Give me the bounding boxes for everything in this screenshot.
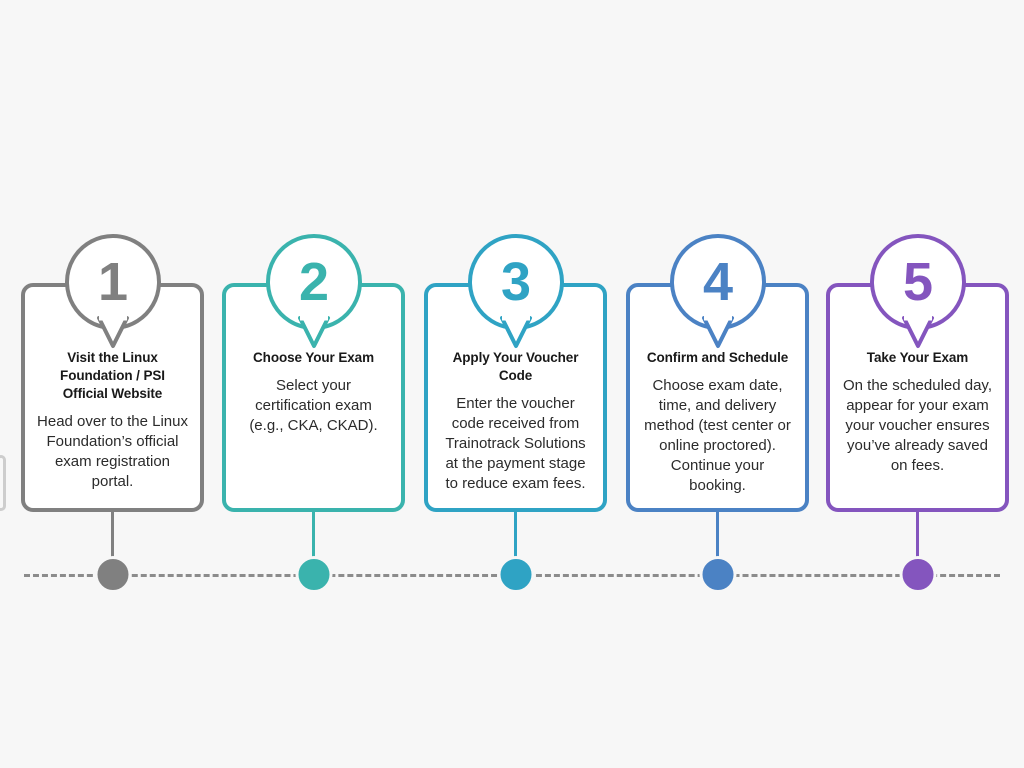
step-card[interactable]: Take Your Exam On the scheduled day, app…	[826, 283, 1009, 512]
step-card[interactable]: Choose Your Exam Select your certificati…	[222, 283, 405, 512]
timeline-node-dot[interactable]	[699, 556, 736, 593]
step-description: On the scheduled day, appear for your ex…	[843, 377, 992, 474]
step-title: Take Your Exam	[866, 350, 969, 365]
step-number-bubble[interactable]: 3	[466, 234, 566, 352]
step-2[interactable]: Choose Your Exam Select your certificati…	[222, 0, 426, 768]
step-number-bubble[interactable]: 1	[63, 234, 163, 352]
step-connector-line	[514, 512, 517, 562]
step-1[interactable]: Visit the Linux Foundation / PSI Officia…	[21, 0, 225, 768]
step-number-bubble[interactable]: 4	[668, 234, 768, 352]
step-connector-line	[111, 512, 114, 562]
step-number-bubble[interactable]: 5	[868, 234, 968, 352]
step-5[interactable]: Take Your Exam On the scheduled day, app…	[826, 0, 1024, 768]
step-connector-line	[312, 512, 315, 562]
step-title: Apply Your Voucher Code	[452, 350, 579, 383]
step-number-label: 4	[702, 252, 733, 312]
timeline-node-dot[interactable]	[497, 556, 534, 593]
timeline-node-dot[interactable]	[295, 556, 332, 593]
step-number-label: 2	[298, 252, 329, 312]
step-number-label: 3	[500, 252, 531, 312]
clipped-edge-artifact	[0, 455, 6, 511]
timeline-node-dot[interactable]	[94, 556, 131, 593]
step-number-bubble[interactable]: 2	[264, 234, 364, 352]
step-4[interactable]: Confirm and Schedule Choose exam date, t…	[626, 0, 830, 768]
step-description: Choose exam date, time, and delivery met…	[644, 377, 791, 494]
timeline-node-dot[interactable]	[899, 556, 936, 593]
step-number-label: 5	[902, 252, 933, 312]
step-description: Enter the voucher code received from Tra…	[445, 395, 586, 492]
step-card[interactable]: Visit the Linux Foundation / PSI Officia…	[21, 283, 204, 512]
step-3[interactable]: Apply Your Voucher Code Enter the vouche…	[424, 0, 628, 768]
step-connector-line	[916, 512, 919, 562]
step-description: Select your certification exam (e.g., CK…	[249, 377, 378, 434]
step-title: Visit the Linux Foundation / PSI Officia…	[60, 350, 165, 401]
step-number-label: 1	[97, 252, 128, 312]
step-connector-line	[716, 512, 719, 562]
step-description: Head over to the Linux Foundation’s offi…	[37, 413, 188, 490]
step-title: Confirm and Schedule	[646, 350, 789, 365]
step-title: Choose Your Exam	[253, 350, 374, 365]
